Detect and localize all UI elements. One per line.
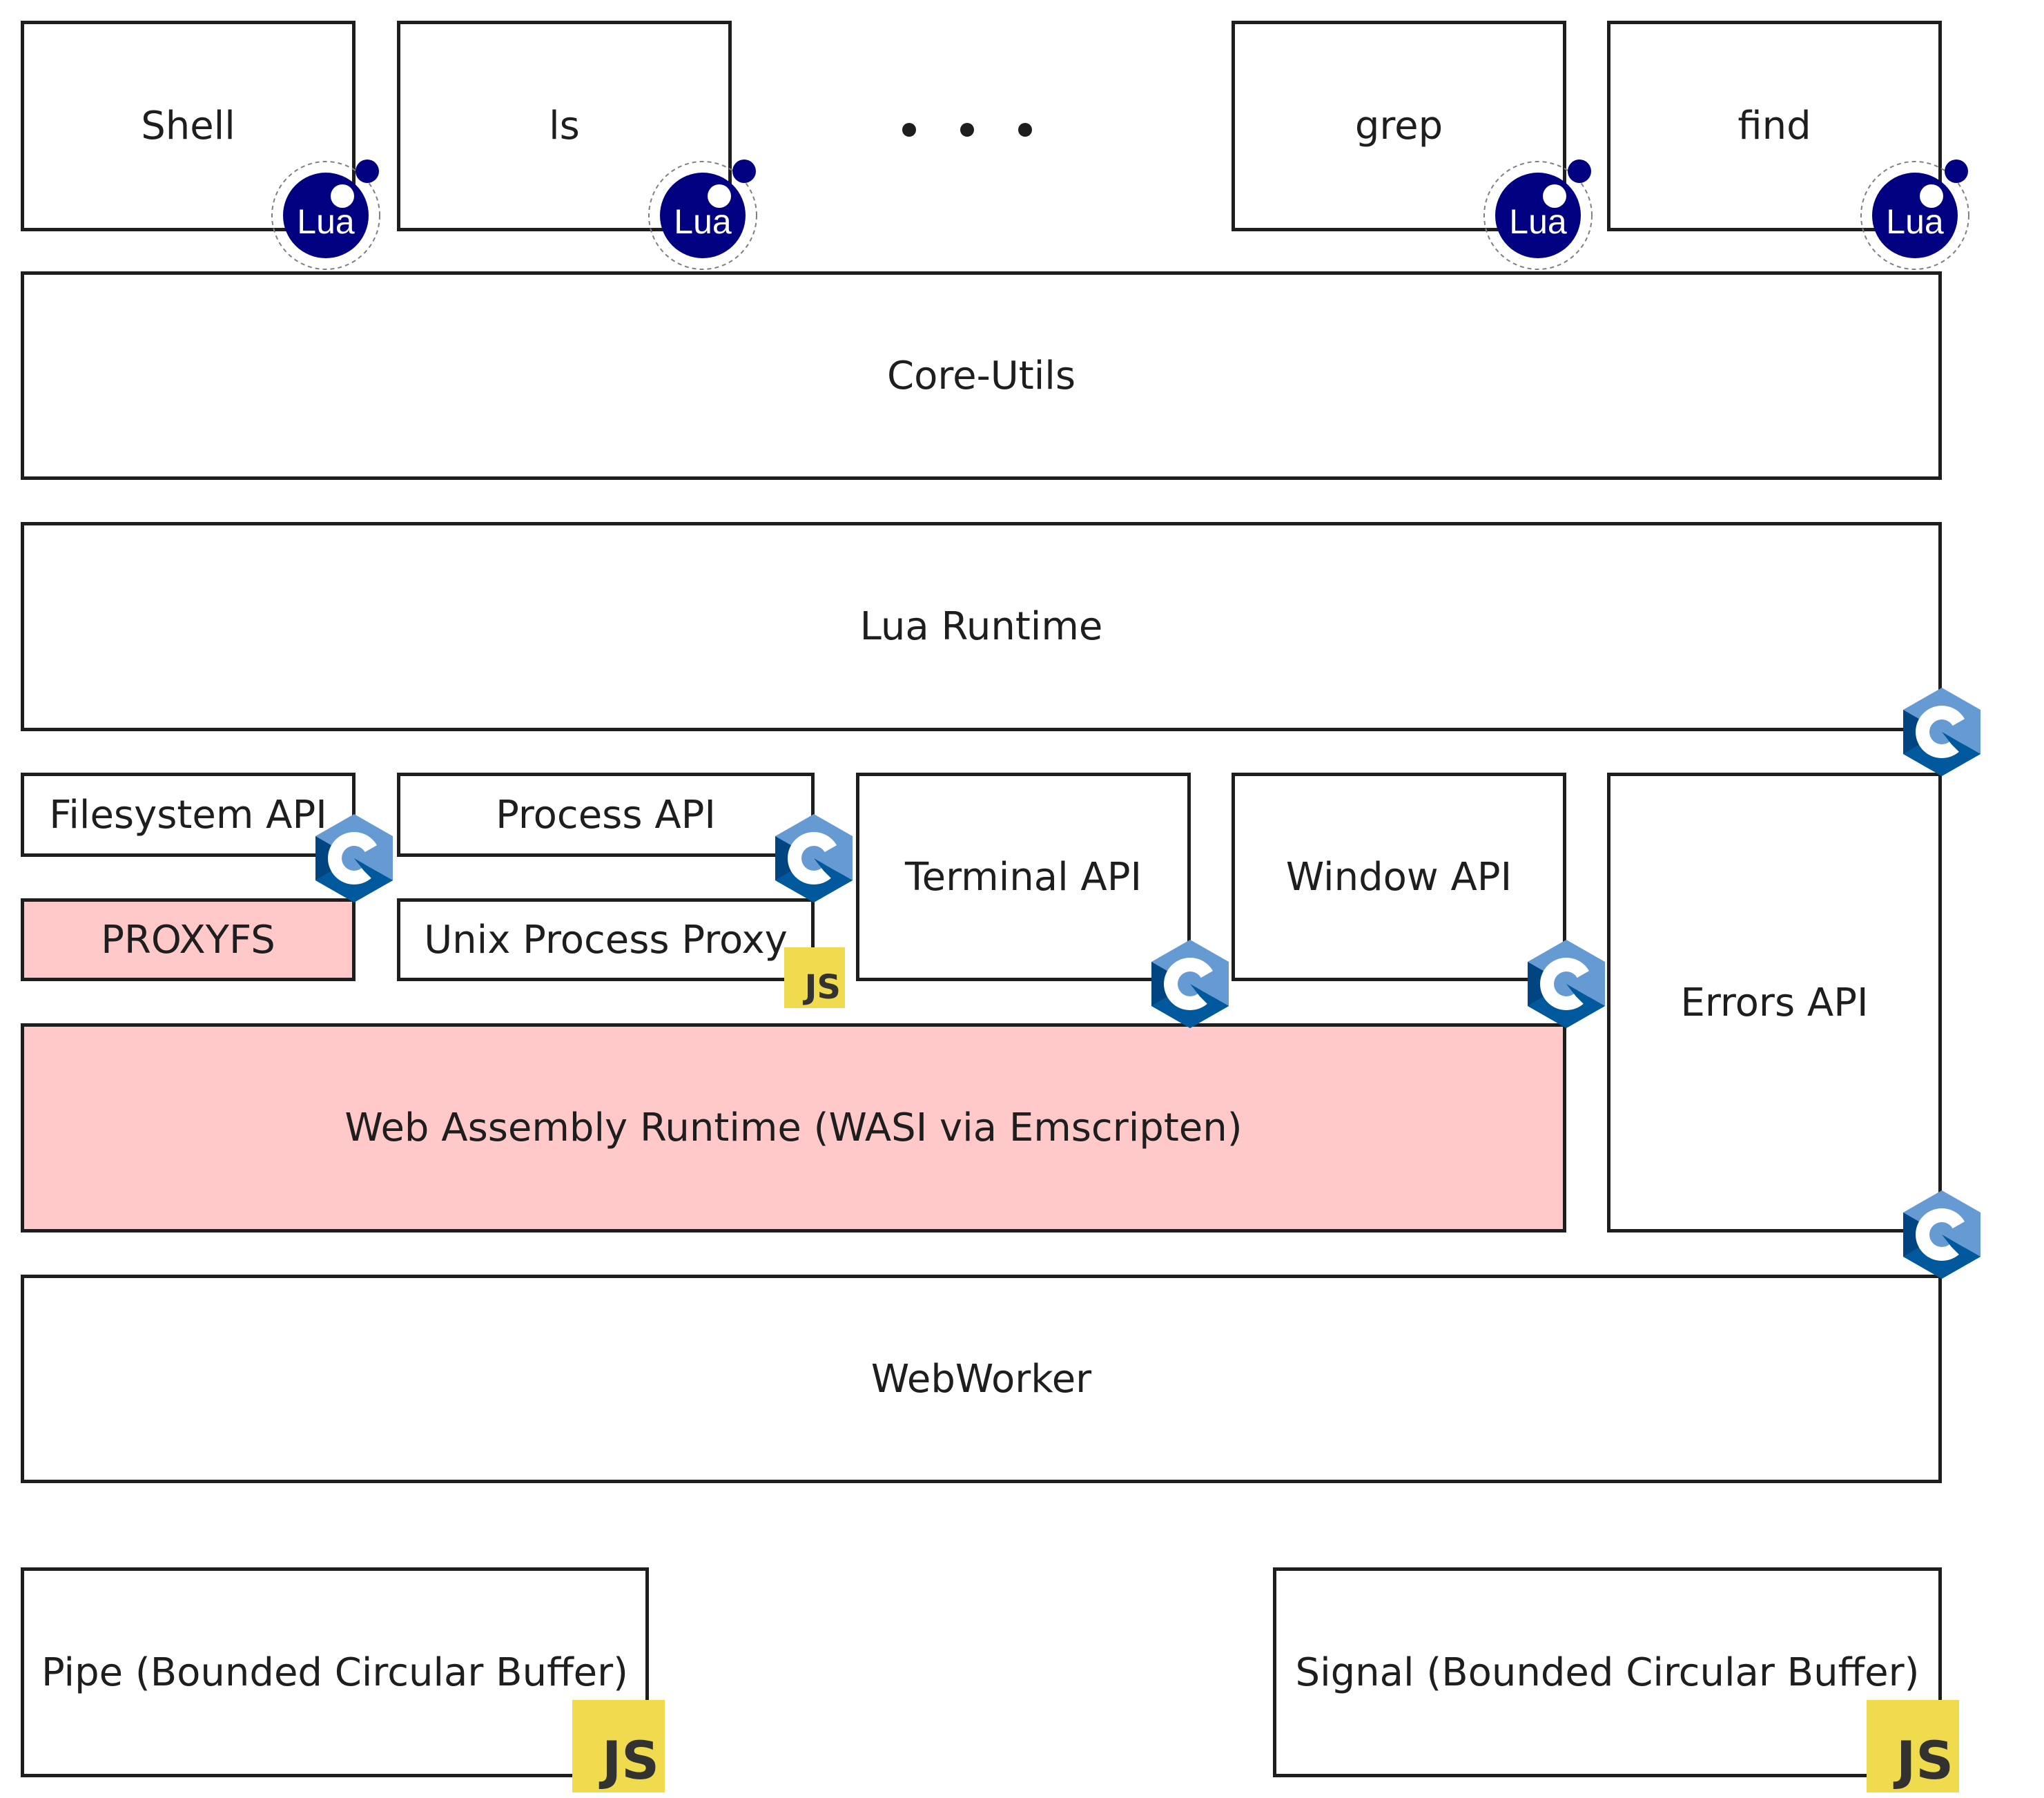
lua-icon: Lua: [1483, 160, 1593, 270]
pipe-buffer-label: Pipe (Bounded Circular Buffer): [41, 1650, 628, 1695]
lua-runtime-label: Lua Runtime: [859, 604, 1103, 649]
javascript-icon: JS: [784, 947, 845, 1008]
lua-icon: Lua: [648, 160, 757, 270]
ellipsis-dots: [902, 123, 1032, 137]
ls-label: ls: [549, 104, 580, 148]
errors-api-box: Errors API: [1607, 773, 1942, 1232]
shell-label: Shell: [141, 104, 235, 148]
svg-text:Lua: Lua: [674, 202, 732, 241]
process-api-box: Process API: [397, 773, 815, 857]
lua-icon: Lua: [1860, 160, 1969, 270]
terminal-api-box: Terminal API: [856, 773, 1191, 981]
process-api-label: Process API: [496, 792, 716, 838]
grep-label: grep: [1354, 104, 1443, 148]
filesystem-api-label: Filesystem API: [49, 792, 327, 838]
pipe-buffer-box: Pipe (Bounded Circular Buffer): [21, 1567, 649, 1777]
c-language-icon: [1528, 940, 1605, 1028]
window-api-label: Window API: [1285, 854, 1512, 900]
wasm-runtime-layer: Web Assembly Runtime (WASI via Emscripte…: [21, 1023, 1566, 1232]
signal-buffer-label: Signal (Bounded Circular Buffer): [1295, 1650, 1920, 1695]
svg-text:Lua: Lua: [1886, 202, 1944, 241]
webworker-layer: WebWorker: [21, 1275, 1942, 1483]
window-api-box: Window API: [1232, 773, 1566, 981]
filesystem-api-box: Filesystem API: [21, 773, 356, 857]
javascript-icon: JS: [1867, 1700, 1959, 1792]
proxyfs-label: PROXYFS: [101, 917, 275, 963]
signal-buffer-box: Signal (Bounded Circular Buffer): [1273, 1567, 1942, 1777]
svg-text:Lua: Lua: [297, 202, 355, 241]
c-language-icon: [775, 814, 853, 902]
shell-program-box: Shell: [21, 21, 356, 231]
errors-api-label: Errors API: [1680, 980, 1869, 1025]
unix-process-proxy-box: Unix Process Proxy: [397, 898, 815, 981]
webworker-label: WebWorker: [870, 1356, 1092, 1402]
c-language-icon: [315, 814, 393, 902]
terminal-api-label: Terminal API: [904, 854, 1142, 900]
proxyfs-box: PROXYFS: [21, 898, 356, 981]
c-language-icon: [1903, 688, 1980, 776]
find-label: find: [1738, 104, 1811, 148]
wasm-runtime-label: Web Assembly Runtime (WASI via Emscripte…: [344, 1105, 1243, 1150]
core-utils-layer: Core-Utils: [21, 271, 1942, 480]
lua-runtime-layer: Lua Runtime: [21, 522, 1942, 731]
c-language-icon: [1903, 1190, 1980, 1279]
lua-icon: Lua: [271, 160, 380, 270]
core-utils-label: Core-Utils: [886, 353, 1076, 398]
c-language-icon: [1151, 940, 1229, 1028]
javascript-icon: JS: [572, 1700, 665, 1792]
unix-process-proxy-label: Unix Process Proxy: [424, 917, 788, 963]
svg-text:Lua: Lua: [1509, 202, 1567, 241]
